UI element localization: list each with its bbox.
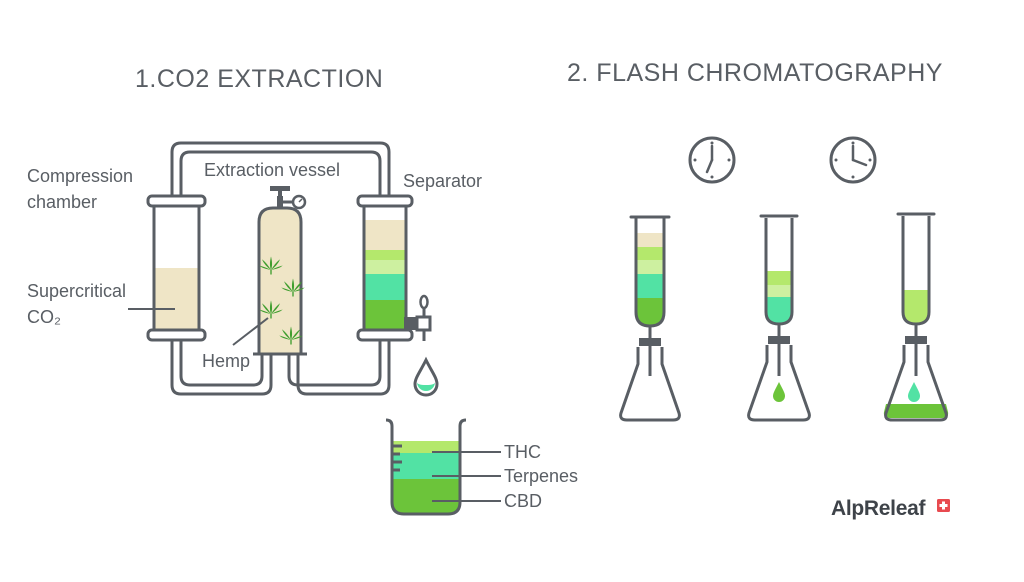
flask-1: [619, 347, 681, 422]
thc-label: THC: [504, 442, 541, 462]
alpreleaf-logo: AlpReleaf: [831, 497, 950, 520]
chromatography-column-2: [759, 214, 799, 376]
co2-label: CO₂: [27, 307, 61, 327]
co2-extraction-heading: 1.CO2 EXTRACTION: [135, 65, 383, 93]
flask-2: [747, 345, 811, 422]
clock-icon: [829, 136, 877, 184]
hemp-label: Hemp: [202, 351, 250, 371]
cbd-label: CBD: [504, 491, 542, 511]
pressure-gauge-icon: [291, 194, 307, 210]
hemp-pointer: [232, 317, 269, 346]
logo-text: AlpReleaf: [831, 497, 926, 520]
chamber-label: chamber: [27, 192, 97, 212]
pipework: [170, 141, 391, 396]
flash-chromatography-heading: 2. FLASH CHROMATOGRAPHY: [567, 59, 943, 87]
separator: [356, 194, 414, 342]
flask-3: [883, 345, 949, 422]
terpenes-label: Terpenes: [504, 466, 578, 486]
beaker: [385, 418, 467, 516]
compression-chamber: [146, 194, 207, 342]
valve-tap-icon: [404, 294, 432, 341]
supercritical-label: Supercritical: [27, 281, 126, 301]
separator-label: Separator: [403, 171, 482, 191]
chromatography-column-1: [629, 215, 671, 376]
droplet-icon: [413, 356, 439, 397]
clock-icon: [688, 136, 736, 184]
chromatography-column-3: [896, 212, 936, 376]
droplet-icon: [908, 382, 920, 402]
droplet-icon: [773, 382, 785, 402]
extraction-vessel-label: Extraction vessel: [204, 160, 340, 180]
swiss-cross-icon: [937, 499, 950, 512]
extraction-vessel: [253, 186, 307, 356]
compression-label: Compression: [27, 166, 133, 186]
